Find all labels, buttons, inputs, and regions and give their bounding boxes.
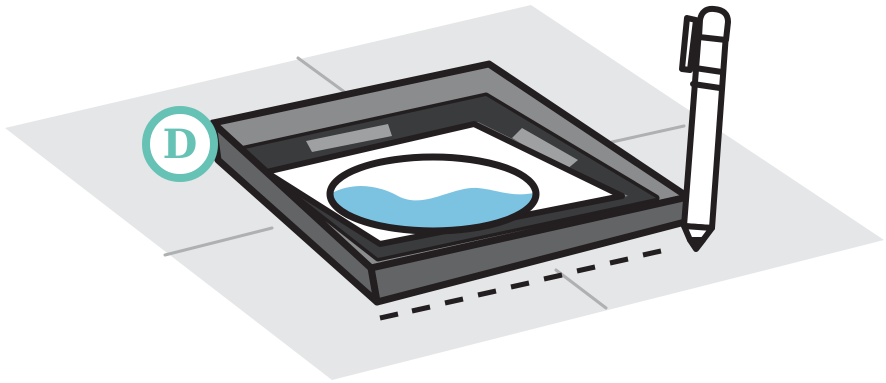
step-badge-label: D	[163, 121, 198, 168]
step-badge: D	[146, 110, 214, 178]
